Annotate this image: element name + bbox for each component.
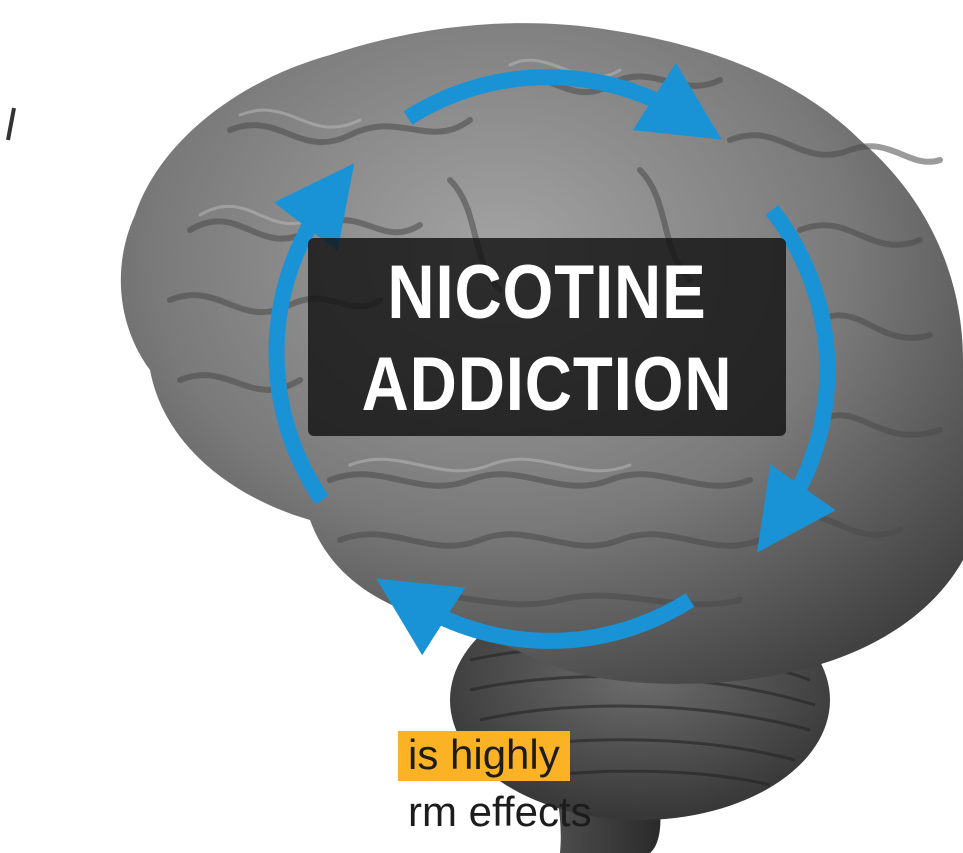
caption-highlight — [398, 731, 570, 781]
title-line-1: NICOTINE — [387, 250, 707, 335]
slide-edge-fragment — [0, 100, 20, 160]
cycle-arrows-icon — [268, 62, 836, 656]
caption-second-line: rm effects — [408, 788, 592, 835]
title-line-2: ADDICTION — [361, 342, 733, 427]
caption-highlighted-text: is highly — [408, 731, 560, 778]
title-plate — [308, 238, 786, 436]
